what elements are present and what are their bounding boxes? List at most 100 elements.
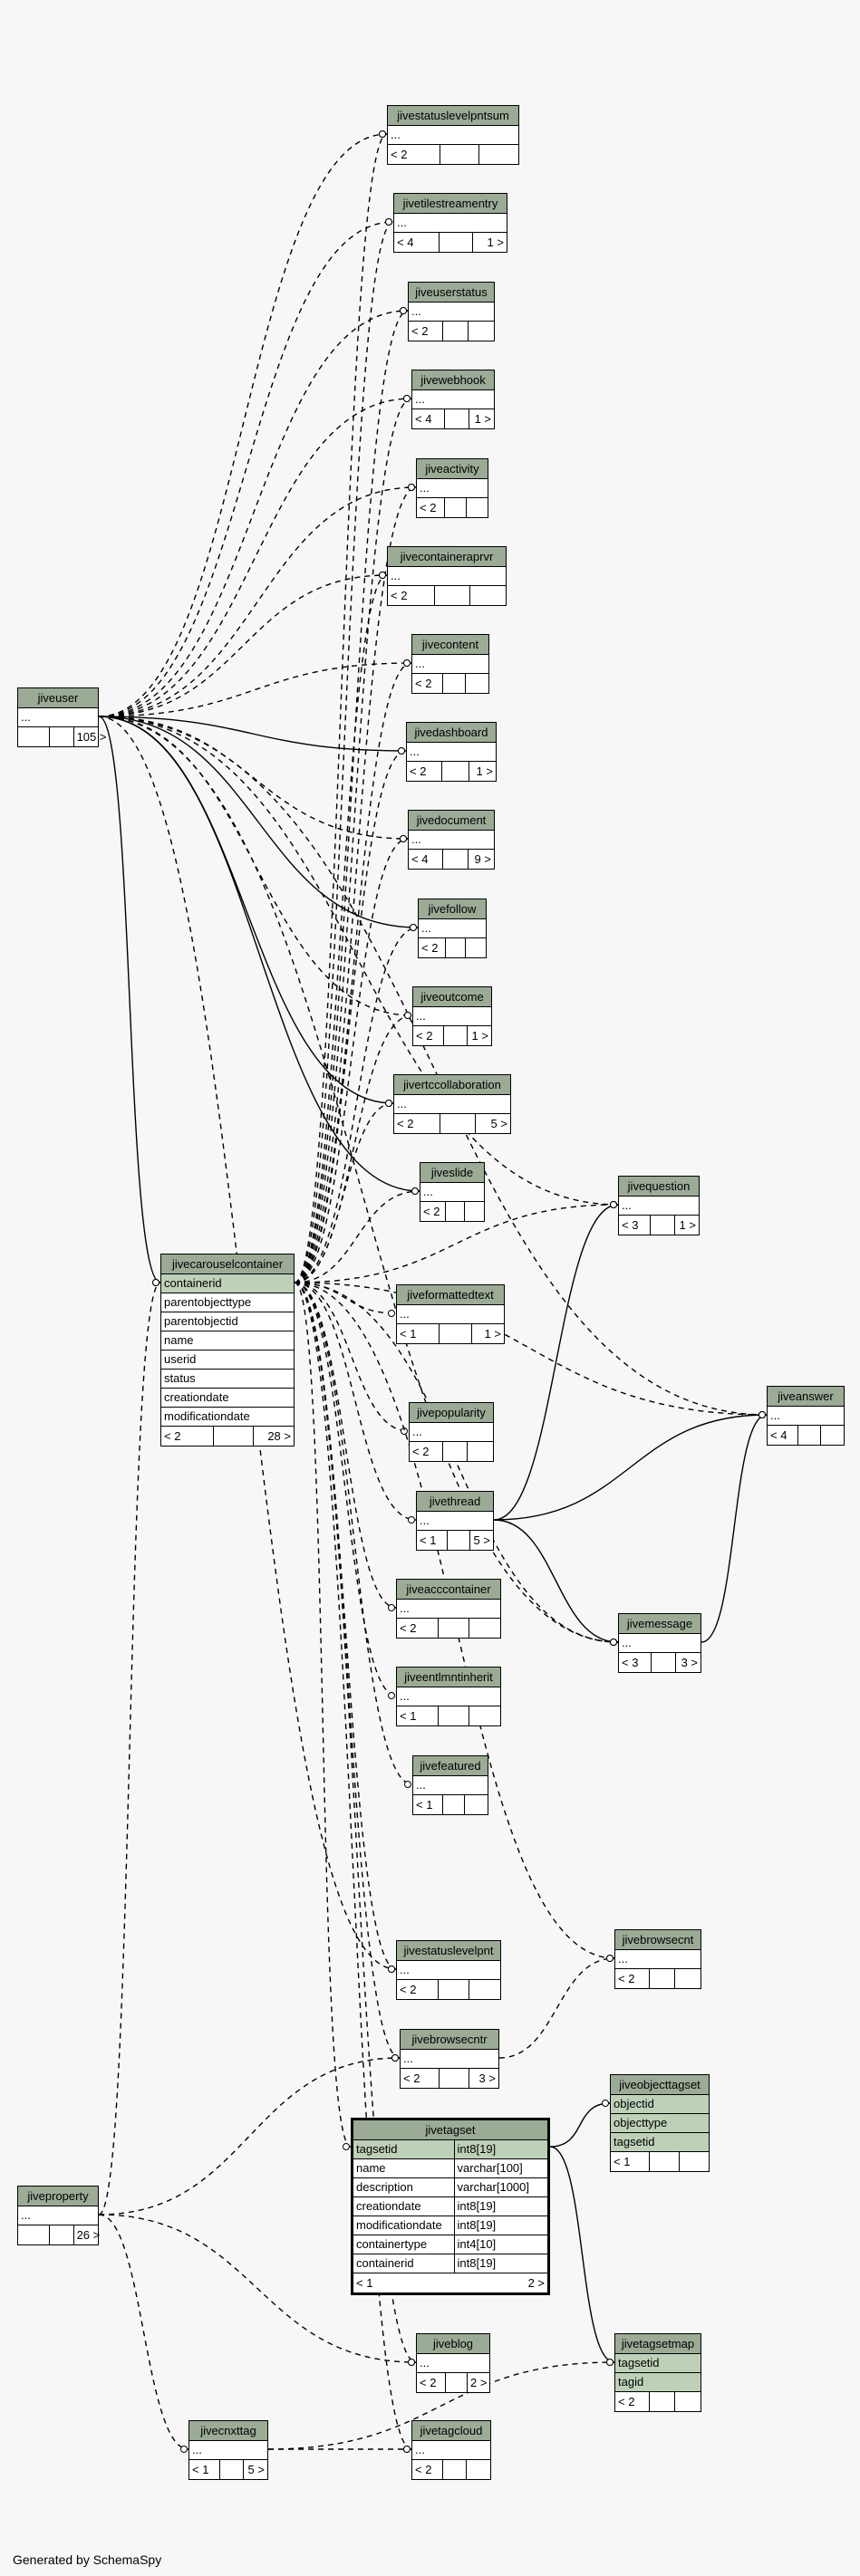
relationship-jiveuser-jivefollow <box>98 716 419 928</box>
table-jivecontaineraprvr[interactable]: jivecontaineraprvr...< 2 <box>387 546 507 606</box>
table-jivestatuslevelpntsum[interactable]: jivestatuslevelpntsum...< 2 <box>387 105 519 165</box>
table-jiveanswer[interactable]: jiveanswer...< 4 <box>767 1386 845 1446</box>
child-count <box>675 2392 701 2411</box>
table-jivestatuslevelpnt[interactable]: jivestatuslevelpnt...< 2 <box>396 1940 501 2000</box>
table-footer: < 2 <box>388 145 518 164</box>
column-row: ... <box>397 1600 500 1619</box>
table-footer: < 2 <box>615 1969 701 1988</box>
table-jiveproperty[interactable]: jiveproperty...26 > <box>17 2186 100 2245</box>
table-jivepopularity[interactable]: jivepopularity...< 2 <box>409 1402 494 1462</box>
column-type: int4[10] <box>453 2235 547 2254</box>
crowsfoot-marker <box>606 2359 614 2366</box>
table-jivebrowsecnt[interactable]: jivebrowsecnt...< 2 <box>614 1929 701 1989</box>
table-title: jivestatuslevelpntsum <box>388 106 518 126</box>
crowsfoot-marker <box>606 1955 614 1962</box>
table-jivetagcloud[interactable]: jivetagcloud...< 2 <box>411 2420 491 2480</box>
child-count <box>479 145 518 164</box>
child-count: 5 > <box>247 2463 265 2476</box>
column-row: ... <box>409 303 494 322</box>
spacer-cell <box>446 2373 468 2392</box>
table-title: jiveacccontainer <box>397 1580 500 1600</box>
table-title: jivecnxttag <box>189 2421 267 2441</box>
crowsfoot-marker <box>398 747 405 755</box>
table-footer: < 2 <box>420 1202 484 1221</box>
table-title: jiveactivity <box>417 459 488 479</box>
table-footer: < 4 <box>768 1426 844 1445</box>
crowsfoot-marker <box>379 572 386 579</box>
crowsfoot-marker <box>602 2100 609 2107</box>
spacer-cell <box>439 1619 469 1638</box>
parent-count: < 3 <box>619 1216 652 1235</box>
relationship-jiveuser-jivecontaineraprvr <box>98 574 388 717</box>
relationship-jivecarouselcontainer-jivefollow <box>294 927 419 1283</box>
spacer-cell <box>446 938 466 957</box>
table-footer: < 1 2 > <box>353 2273 547 2292</box>
table-jivetagset[interactable]: jivetagset tagsetid int8[19] name varcha… <box>351 2118 550 2295</box>
spacer-cell <box>650 1969 675 1988</box>
table-title: jivecontent <box>412 635 488 655</box>
column-row: ... <box>768 1407 844 1426</box>
column-row: objecttype <box>611 2114 709 2133</box>
column-row: ... <box>419 919 486 938</box>
table-title: jiveproperty <box>18 2187 98 2206</box>
spacer-cell <box>651 1216 675 1235</box>
crowsfoot-marker <box>180 2446 188 2453</box>
table-jivefeatured[interactable]: jivefeatured...< 1 <box>412 1755 488 1815</box>
table-jivecontent[interactable]: jivecontent...< 2 <box>411 634 489 694</box>
table-jiveactivity[interactable]: jiveactivity...< 2 <box>416 458 488 518</box>
table-jiveuserstatus[interactable]: jiveuserstatus...< 2 <box>408 282 495 341</box>
spacer-cell <box>440 2069 469 2088</box>
table-jiveentlmntinherit[interactable]: jiveentlmntinherit...< 1 <box>396 1667 501 1726</box>
parent-count <box>18 2225 51 2244</box>
relationship-jiveproperty-jiveblog <box>98 2214 417 2363</box>
parent-count: < 2 <box>417 2373 446 2392</box>
relationship-jivecarouselcontainer-jiveanswer <box>294 1282 768 1416</box>
column-name: containerid <box>356 2256 414 2270</box>
table-title: jiveslide <box>420 1163 484 1183</box>
child-count <box>467 498 488 517</box>
spacer-cell <box>443 2460 468 2479</box>
parent-count: < 1 <box>417 1531 448 1550</box>
column-row: ... <box>412 390 494 409</box>
table-title: jivebrowsecnt <box>615 1930 701 1950</box>
spacer-cell <box>440 1324 472 1343</box>
child-count <box>469 1619 500 1638</box>
relationship-jivecarouselcontainer-jivestatuslevelpntsum <box>294 133 388 1283</box>
column-row: modificationdate int8[19] <box>353 2216 547 2235</box>
child-count <box>466 938 486 957</box>
column-row: tagsetid <box>615 2354 701 2373</box>
spacer-cell <box>443 1795 466 1814</box>
table-jiveslide[interactable]: jiveslide...< 2 <box>420 1162 485 1222</box>
spacer-cell <box>445 409 469 428</box>
table-jiveuser[interactable]: jiveuser...105 > <box>17 687 106 747</box>
spacer-cell <box>650 2152 680 2171</box>
parent-count: < 1 <box>611 2152 651 2171</box>
child-count <box>821 1426 844 1445</box>
table-title: jivetagcloud <box>412 2421 490 2441</box>
table-jiveacccontainer[interactable]: jiveacccontainer...< 2 <box>396 1579 501 1639</box>
table-jivefollow[interactable]: jivefollow...< 2 <box>418 899 487 958</box>
crowsfoot-marker <box>408 484 415 491</box>
parent-count: < 2 <box>410 1442 443 1461</box>
